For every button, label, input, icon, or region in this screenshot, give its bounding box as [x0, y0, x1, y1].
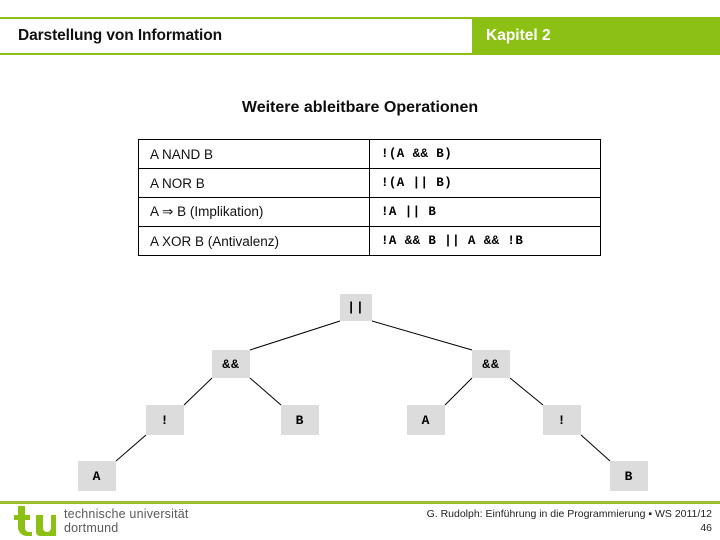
tree-node-a-mid: A	[407, 405, 445, 435]
tree-edge-not-r-b-leaf	[580, 434, 611, 462]
operation-expression-cell: !A || B	[369, 197, 601, 227]
operation-name-cell: A ⇒ B (Implikation)	[138, 197, 370, 227]
tree-edge-root-and-l	[249, 320, 341, 351]
tu-dortmund-logo: technische universität dortmund	[14, 505, 214, 539]
tree-edge-not-l-a-leaf	[115, 434, 147, 462]
table-row: A ⇒ B (Implikation) !A || B	[138, 197, 601, 227]
tree-edge-and-r-a-mid	[444, 377, 473, 406]
tree-node-a-leaf: A	[78, 461, 116, 491]
tree-node-b-mid: B	[281, 405, 319, 435]
tree-node-root: ||	[340, 294, 372, 321]
tree-node-b-leaf: B	[610, 461, 648, 491]
header-title-box: Darstellung von Information	[0, 19, 472, 53]
tu-logo-line1: technische universität	[64, 507, 189, 521]
operation-name-cell: A XOR B (Antivalenz)	[138, 226, 370, 256]
slide-header-band: Darstellung von Information Kapitel 2	[0, 17, 720, 55]
tu-logo-line2: dortmund	[64, 521, 119, 535]
header-chapter-label: Kapitel 2	[486, 27, 551, 44]
operation-expression-cell: !A && B || A && !B	[369, 226, 601, 256]
operation-expression-cell: !(A && B)	[369, 139, 601, 169]
tree-edge-and-l-b-mid	[249, 377, 282, 406]
operation-expression-cell: !(A || B)	[369, 168, 601, 198]
tree-node-and-r: &&	[472, 350, 510, 378]
header-title: Darstellung von Information	[18, 27, 222, 44]
table-row: A XOR B (Antivalenz) !A && B || A && !B	[138, 226, 601, 256]
tree-node-not-r: !	[543, 405, 581, 435]
tu-logo-icon	[14, 506, 56, 536]
tree-node-not-l: !	[146, 405, 184, 435]
footer-divider	[0, 501, 720, 504]
footer-credit: G. Rudolph: Einführung in die Programmie…	[426, 508, 712, 520]
table-body: A NAND B !(A && B) A NOR B !(A || B) A ⇒…	[138, 139, 601, 256]
tu-logo-text: technische universität dortmund	[64, 507, 189, 535]
table-row: A NOR B !(A || B)	[138, 168, 601, 198]
tree-node-and-l: &&	[212, 350, 250, 378]
tree-edge-root-and-r	[371, 320, 473, 351]
table-row: A NAND B !(A && B)	[138, 139, 601, 169]
operation-name-cell: A NAND B	[138, 139, 370, 169]
operation-name-cell: A NOR B	[138, 168, 370, 198]
slide-title: Weitere ableitbare Operationen	[241, 99, 479, 116]
footer-page-number: 46	[700, 522, 712, 534]
tree-edge-and-l-not-l	[183, 377, 213, 406]
derived-operations-table: A NAND B !(A && B) A NOR B !(A || B) A ⇒…	[138, 139, 601, 256]
tree-edge-and-r-not-r	[509, 377, 544, 406]
